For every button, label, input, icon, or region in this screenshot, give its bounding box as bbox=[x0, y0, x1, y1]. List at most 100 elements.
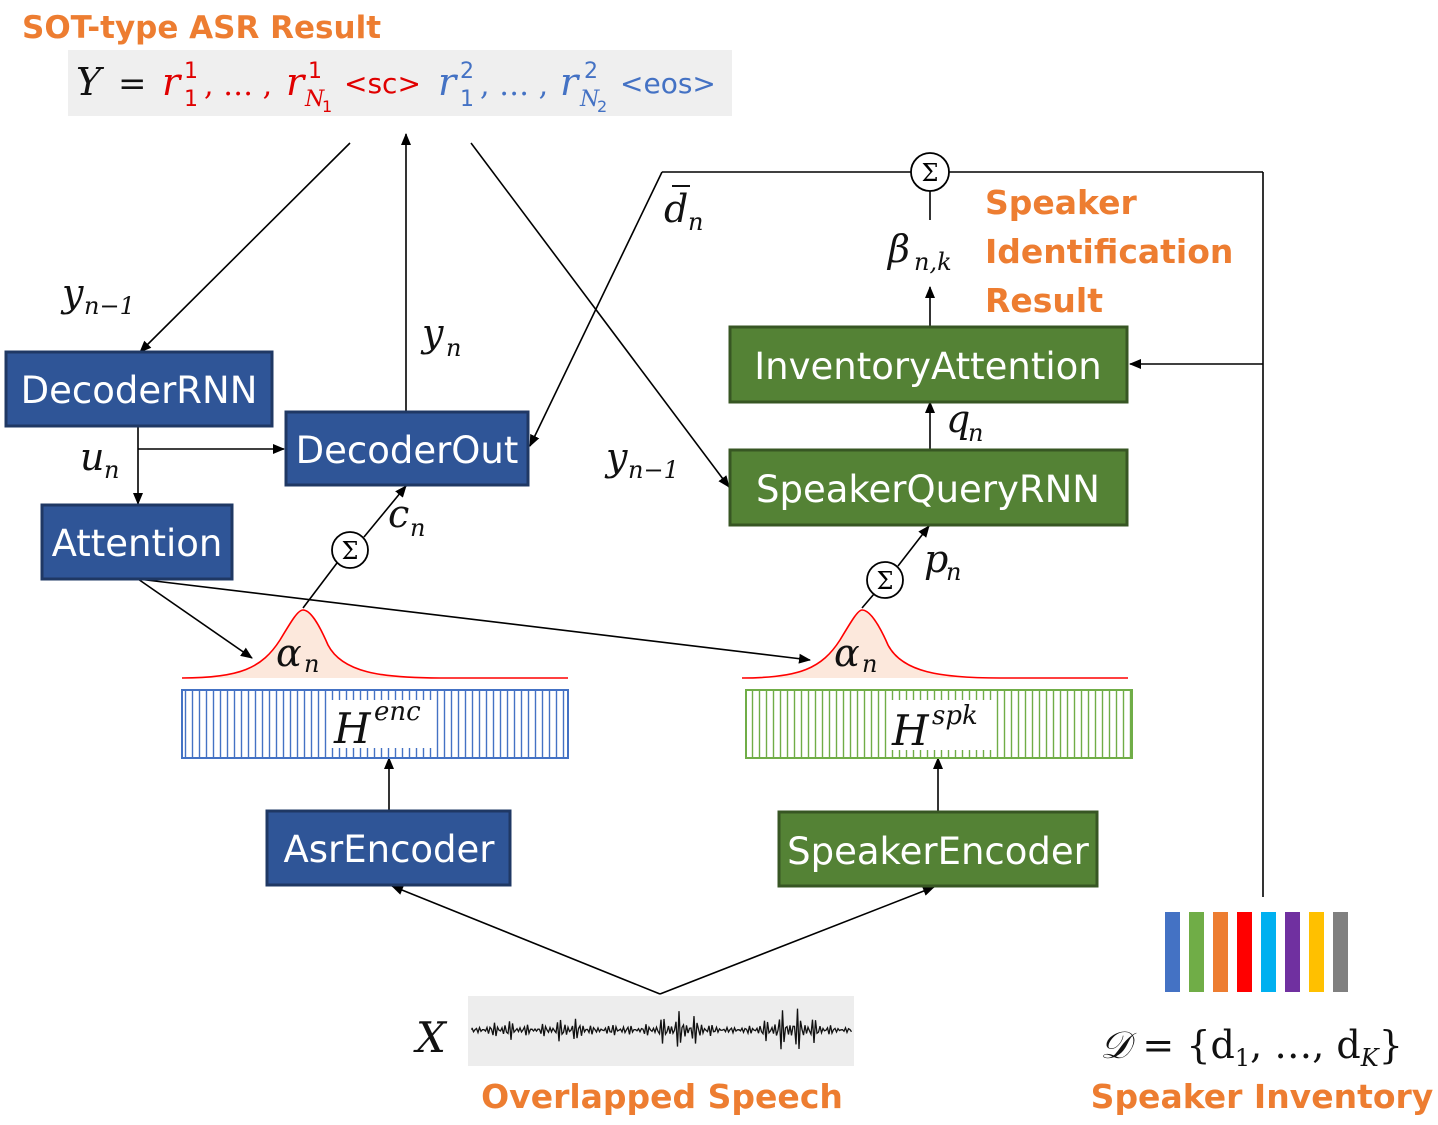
speakerencoder-block: SpeakerEncoder bbox=[777, 810, 1099, 888]
inventory-formula: 𝒟 = {d1, …, dK} bbox=[1100, 1023, 1403, 1072]
inventory-sub-1: 1 bbox=[1235, 1044, 1250, 1072]
spk-sum-circle bbox=[866, 561, 904, 599]
beta-label: β bbox=[886, 227, 910, 271]
p-n-label: p bbox=[924, 537, 948, 581]
beta-sub: n,k bbox=[914, 248, 952, 276]
inventory-sum-circle bbox=[910, 152, 950, 192]
alpha-right-label: α bbox=[834, 631, 860, 675]
decoderrnn-block: DecoderRNN bbox=[4, 350, 274, 428]
speaker-inventory: 𝒟 = {d1, …, dK} Speaker Inventory bbox=[1091, 912, 1434, 1116]
speaker-inventory-label: Speaker Inventory bbox=[1091, 1077, 1434, 1116]
spk1-first-sub: 1 bbox=[184, 87, 198, 112]
inventory-embedding-bar bbox=[1213, 912, 1228, 992]
speakerencoder-box bbox=[777, 810, 1099, 888]
c-n-sub: n bbox=[410, 514, 425, 542]
spk2-first-token: r bbox=[438, 60, 459, 104]
inventory-formula-mid: , …, d bbox=[1250, 1023, 1361, 1067]
y-n-label: y bbox=[420, 311, 444, 355]
arrow-speech-to-speakerencoder bbox=[659, 886, 935, 995]
y-prev-left-sub: n−1 bbox=[84, 292, 135, 320]
asr-context-sum: Σ bbox=[331, 531, 369, 569]
eos-token: <eos> bbox=[620, 67, 716, 100]
inventory-embedding-bar bbox=[1189, 912, 1204, 992]
asrencoder-block: AsrEncoder bbox=[265, 809, 512, 887]
henc-superscript: enc bbox=[374, 697, 421, 727]
attention-block: Attention bbox=[40, 503, 234, 581]
spk2-first-sub: 1 bbox=[460, 87, 474, 112]
output-sequence: Y = r 1 1 , … , r 1 N 1 <sc> r 2 1 , … ,… bbox=[76, 59, 716, 116]
henc-feature-map: H enc bbox=[181, 689, 569, 759]
asr-attention-curve bbox=[181, 609, 568, 679]
y-n-sub: n bbox=[446, 334, 461, 362]
spk1-last-sub: N bbox=[304, 87, 325, 112]
line-spk-peak-to-sum bbox=[861, 593, 875, 609]
math-labels: y n−1 y n u n c n α n α n d n y n−1 q n … bbox=[60, 185, 983, 678]
inventory-formula-close: } bbox=[1379, 1023, 1403, 1067]
d-bar-label: d bbox=[664, 187, 688, 231]
asr-sum-circle bbox=[331, 531, 369, 569]
inventory-embedding-bar bbox=[1237, 912, 1252, 992]
d-bar-sub: n bbox=[688, 208, 703, 236]
speaker-id-line-3: Result bbox=[985, 281, 1103, 320]
arrow-output-to-decoderrnn bbox=[139, 142, 351, 353]
spk2-last-subsub: 2 bbox=[597, 97, 607, 116]
hspk-symbol: H bbox=[891, 706, 930, 755]
decoderout-block: DecoderOut bbox=[284, 410, 530, 487]
henc-symbol: H bbox=[333, 704, 372, 753]
arrow-sum-to-speakerqueryrnn bbox=[897, 525, 930, 567]
inventoryattention-box bbox=[728, 325, 1129, 404]
decoderrnn-label: DecoderRNN bbox=[21, 369, 258, 412]
overlapped-speech-input: X Overlapped Speech bbox=[413, 996, 854, 1116]
p-n-sub: n bbox=[946, 558, 961, 586]
arrow-attention-to-spk-alpha bbox=[137, 578, 811, 664]
attention-box bbox=[40, 503, 234, 581]
arrow-attention-to-asr-alpha bbox=[137, 578, 253, 659]
spk1-first-sup: 1 bbox=[184, 59, 198, 84]
inventory-embedding-bar bbox=[1261, 912, 1276, 992]
spk-attention-weights bbox=[741, 609, 1128, 679]
y-prev-right-label: y bbox=[604, 435, 628, 479]
speakerencoder-label: SpeakerEncoder bbox=[787, 830, 1090, 873]
spk1-last-token: r bbox=[286, 60, 307, 104]
y-prev-right-sub: n−1 bbox=[628, 456, 679, 484]
arrow-dbar-to-decoderout bbox=[529, 171, 663, 447]
spk2-last-sup: 2 bbox=[584, 59, 598, 84]
q-n-sub: n bbox=[968, 419, 983, 447]
speaker2-tokens: r 2 1 , … , r 2 N 2 <eos> bbox=[438, 59, 716, 116]
spk-attention-fill bbox=[742, 610, 1128, 678]
speaker1-tokens: r 1 1 , … , r 1 N 1 <sc> bbox=[162, 59, 421, 116]
equals-sign: = bbox=[118, 64, 147, 104]
alpha-right-sub: n bbox=[862, 650, 877, 678]
attention-label: Attention bbox=[52, 522, 223, 565]
spk2-last-token: r bbox=[560, 60, 581, 104]
inventoryattention-block: InventoryAttention bbox=[728, 325, 1129, 404]
asr-attention-weights bbox=[181, 609, 568, 679]
u-n-sub: n bbox=[104, 456, 119, 484]
inventory-embedding-bar bbox=[1309, 912, 1324, 992]
overlapped-speech-label: Overlapped Speech bbox=[481, 1077, 843, 1116]
speakerqueryrnn-box bbox=[728, 448, 1129, 527]
u-n-label: u bbox=[80, 435, 104, 479]
henc-label-background bbox=[330, 700, 436, 748]
spk2-first-sup: 2 bbox=[460, 59, 474, 84]
inventory-embedding-bar bbox=[1285, 912, 1300, 992]
speaker-id-result-caption: Speaker Identification Result bbox=[985, 183, 1233, 320]
inventoryattention-label: InventoryAttention bbox=[754, 345, 1102, 388]
sc-token: <sc> bbox=[344, 67, 421, 100]
spk1-first-token: r bbox=[162, 60, 183, 104]
y-symbol: Y bbox=[76, 60, 105, 104]
spk-attention-curve bbox=[741, 609, 1128, 679]
spk-sum-symbol: Σ bbox=[877, 567, 894, 595]
speaker-inventory-embeddings bbox=[1165, 912, 1348, 992]
inventory-sub-k: K bbox=[1360, 1044, 1381, 1072]
decoderrnn-box bbox=[4, 350, 274, 428]
asr-sum-symbol: Σ bbox=[342, 537, 359, 565]
inventory-embedding-bar bbox=[1165, 912, 1180, 992]
x-input-symbol: X bbox=[413, 1013, 448, 1062]
output-sequence-background bbox=[68, 50, 732, 116]
c-n-label: c bbox=[388, 492, 409, 536]
y-prev-left-label: y bbox=[60, 271, 84, 315]
hspk-label-background bbox=[888, 700, 992, 750]
connectors bbox=[133, 133, 1264, 995]
